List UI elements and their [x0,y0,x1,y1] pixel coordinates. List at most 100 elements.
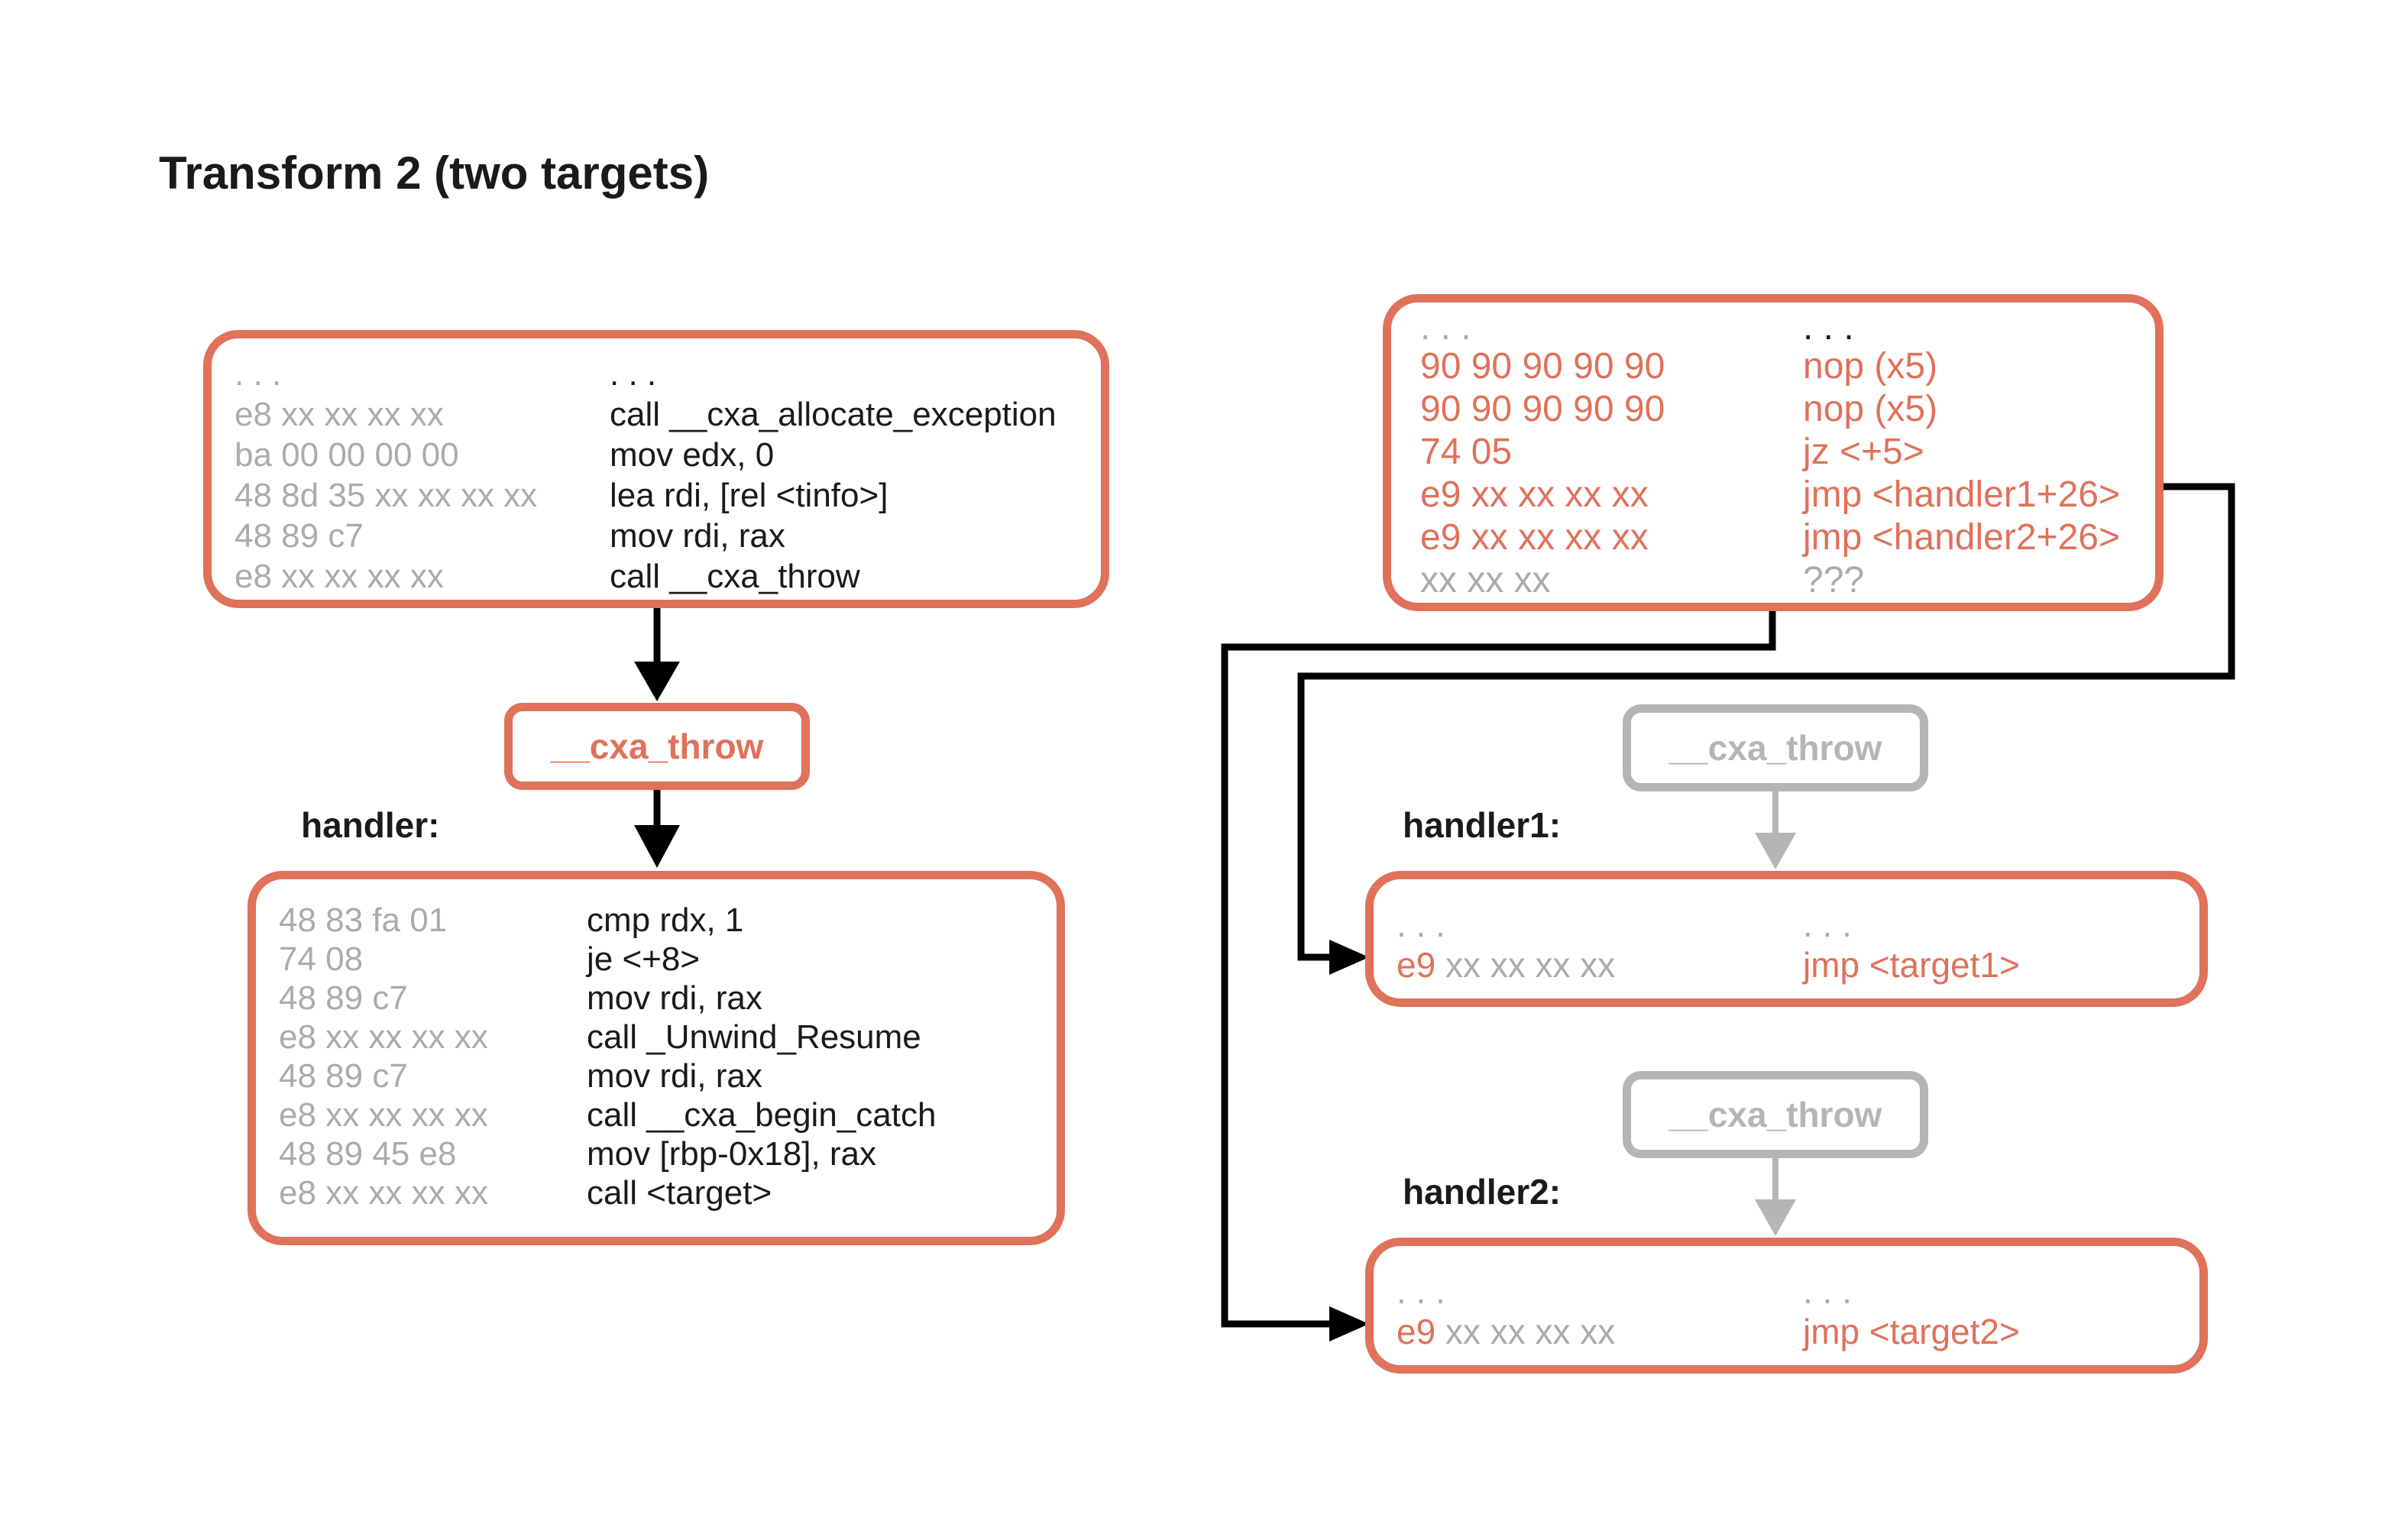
hex-bytes: . . . [1420,307,1471,348]
hex-bytes: . . . [1397,1271,1445,1311]
asm-text: jz <+5> [1803,432,1924,472]
hex-bytes: e8 xx xx xx xx [235,396,444,433]
asm-text: jmp <target1> [1803,945,2020,985]
code-row: e9 xx xx xx xx jmp <handler2+26> [1391,516,2155,559]
hex-bytes: 74 05 [1420,432,1513,472]
code-row: 48 89 c7 mov rdi, rax [256,979,1057,1018]
hex-bytes: 90 90 90 90 90 [1420,389,1665,429]
opcode-byte: e9 [1397,945,1436,985]
handler-label: handler: [301,805,440,845]
code-row: e8 xx xx xx xx call _Unwind_Resume [256,1018,1057,1057]
cxa-throw-label: __cxa_throw [550,727,764,766]
asm-text: call __cxa_throw [610,558,860,595]
hex-bytes: 48 89 45 e8 [279,1135,457,1173]
hex-bytes: 48 8d 35 xx xx xx xx [235,477,538,514]
asm-text: jmp <handler2+26> [1803,517,2120,558]
cxa-throw-gray-node-2: __cxa_throw [1623,1071,1928,1158]
code-row: . . . . . . [1374,905,2199,945]
asm-text: call <target> [587,1174,772,1212]
asm-text: nop (x5) [1803,346,1938,387]
code-row: . . . . . . [1391,307,2155,348]
arrowhead-jmp-to-handler2 [1329,1306,1369,1341]
code-row: 90 90 90 90 90 nop (x5) [1391,345,2155,388]
asm-text: je <+8> [587,940,701,978]
asm-text: . . . [1803,1271,1852,1311]
code-row: 48 83 fa 01 cmp rdx, 1 [256,901,1057,940]
hex-bytes: e8 xx xx xx xx [279,1096,488,1134]
hex-bytes: ba 00 00 00 00 [235,436,459,474]
handler1-label: handler1: [1403,805,1562,845]
code-row: 74 08 je <+8> [256,940,1057,979]
hex-bytes: 48 89 c7 [279,1057,408,1095]
hex-bytes: xx xx xx [1420,560,1551,600]
code-row: 48 89 c7 mov rdi, rax [256,1057,1057,1095]
hex-bytes: 48 83 fa 01 [279,901,448,939]
code-row: e8 xx xx xx xx call __cxa_throw [212,556,1101,597]
hex-bytes: e8 xx xx xx xx [279,1174,488,1212]
code-row: 74 05 jz <+5> [1391,431,2155,474]
handler2-label: handler2: [1403,1172,1562,1212]
asm-text: lea rdi, [rel <tinfo>] [610,477,888,514]
asm-text: mov edx, 0 [610,436,775,474]
hex-bytes: e8 xx xx xx xx [235,558,444,595]
arrowhead-cxa-throw-to-handler [634,825,680,868]
code-row: ba 00 00 00 00 mov edx, 0 [212,435,1101,475]
cxa-throw-node: __cxa_throw [504,703,810,790]
transformed-code-box: . . . . . . 90 90 90 90 90 nop (x5) 90 90 … [1383,294,2164,611]
code-row: e8 xx xx xx xx call <target> [256,1173,1057,1212]
code-row: 48 89 45 e8 mov [rbp-0x18], rax [256,1134,1057,1173]
hex-bytes: e9 xx xx xx xx [1397,1312,1803,1352]
code-row: xx xx xx??? [1391,559,2155,602]
hex-bytes: e8 xx xx xx xx [279,1018,488,1056]
asm-text: mov rdi, rax [610,517,785,555]
asm-text: mov [rbp-0x18], rax [587,1135,877,1173]
arrowhead-original-to-cxa-throw [634,662,680,701]
asm-text: call __cxa_allocate_exception [610,396,1057,433]
hex-bytes: e9 xx xx xx xx [1420,517,1649,558]
gray-arrowhead-cxa-to-handler1 [1755,833,1796,869]
asm-text: . . . [1803,307,1854,348]
code-row: e9 xx xx xx xx jmp <handler1+26> [1391,474,2155,516]
asm-text: mov rdi, rax [587,979,762,1017]
hex-bytes: e9 xx xx xx xx [1420,474,1649,515]
hex-bytes: . . . [1397,905,1445,944]
code-row: e8 xx xx xx xx call __cxa_allocate_except… [212,394,1101,435]
code-row: . . . . . . [1374,1271,2199,1312]
handler-code-box: 48 83 fa 01 cmp rdx, 1 74 08 je <+8> 48 89… [248,871,1065,1245]
code-row: e8 xx xx xx xx call __cxa_begin_catch [256,1095,1057,1134]
original-code-box: . . . . . . e8 xx xx xx xx call __cxa_allo… [203,330,1109,608]
operand-bytes: xx xx xx xx [1435,1312,1616,1351]
asm-text: ??? [1803,560,1865,600]
asm-text: call __cxa_begin_catch [587,1096,937,1134]
cxa-throw-label: __cxa_throw [1668,728,1882,768]
code-row: 48 89 c7 mov rdi, rax [212,516,1101,556]
hex-bytes: 48 89 c7 [279,979,408,1017]
code-row: . . . . . . [212,354,1101,394]
hex-bytes: e9 xx xx xx xx [1397,945,1803,985]
opcode-byte: e9 [1397,1312,1436,1351]
hex-bytes: . . . [235,355,282,393]
asm-text: mov rdi, rax [587,1057,762,1095]
page-title: Transform 2 (two targets) [159,147,710,199]
cxa-throw-gray-node-1: __cxa_throw [1623,704,1928,791]
asm-text: nop (x5) [1803,389,1938,429]
asm-text: jmp <handler1+26> [1803,474,2120,515]
hex-bytes: 48 89 c7 [235,517,364,555]
asm-text: . . . [1803,905,1852,944]
asm-text: cmp rdx, 1 [587,901,744,939]
operand-bytes: xx xx xx xx [1435,945,1616,985]
arrowhead-jmp-to-handler1 [1329,940,1369,975]
cxa-throw-label: __cxa_throw [1668,1095,1882,1134]
asm-text: jmp <target2> [1803,1312,2020,1351]
gray-arrowhead-cxa-to-handler2 [1755,1199,1796,1236]
asm-text: call _Unwind_Resume [587,1018,921,1056]
hex-bytes: 74 08 [279,940,364,978]
hex-bytes: 90 90 90 90 90 [1420,346,1665,387]
code-row: 48 8d 35 xx xx xx xx lea rdi, [rel <tinfo… [212,475,1101,516]
asm-text: . . . [610,355,657,393]
